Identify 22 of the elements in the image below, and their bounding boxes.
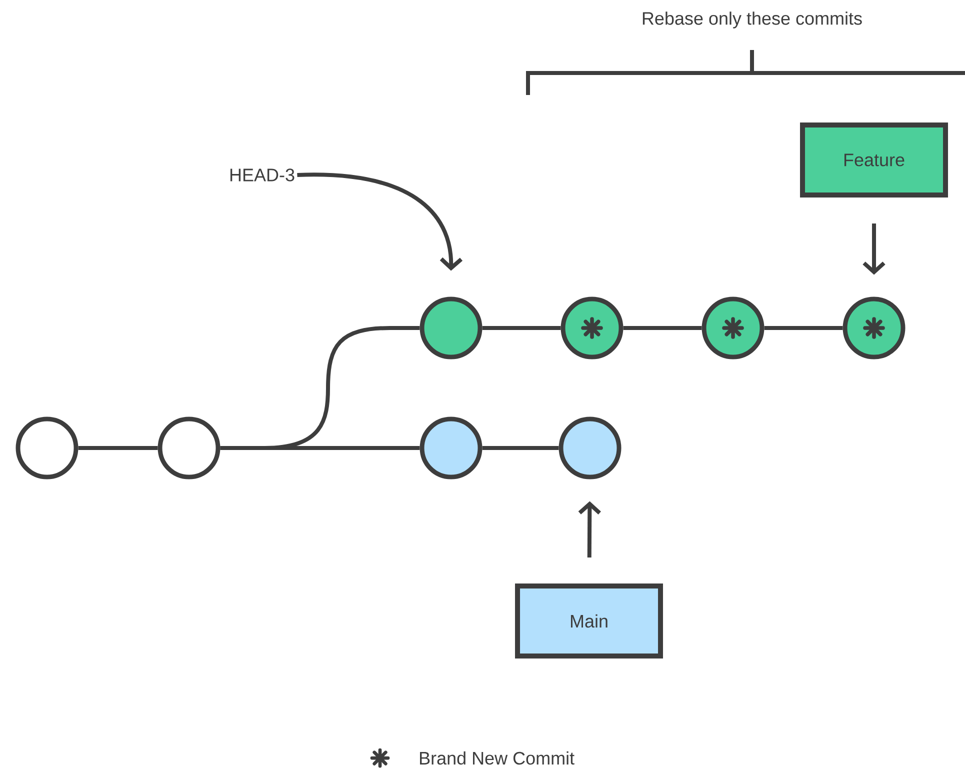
branch-label-box: Feature (800, 122, 948, 198)
bracket-label: Rebase only these commits (642, 12, 862, 28)
arrow (862, 224, 886, 275)
commit-circle (158, 416, 220, 480)
commit-circle (558, 416, 622, 480)
commit-circle (420, 296, 482, 360)
branch-line (764, 326, 843, 330)
pointer-label: HEAD-3 (230, 168, 294, 182)
branch-label-box: Main (515, 584, 663, 658)
branch-line (78, 446, 158, 450)
legend-text: Brand New Commit (420, 751, 574, 765)
commit-circle (702, 296, 764, 360)
arrow (578, 501, 601, 558)
branch-line (623, 326, 702, 330)
commit-circle (842, 296, 906, 360)
commit-circle (16, 416, 78, 480)
arrow (297, 172, 463, 271)
branch-line (220, 446, 420, 450)
commit-circle (560, 296, 624, 360)
commit-circle (420, 416, 482, 480)
branch-line (482, 326, 561, 330)
branch-line (482, 446, 559, 450)
